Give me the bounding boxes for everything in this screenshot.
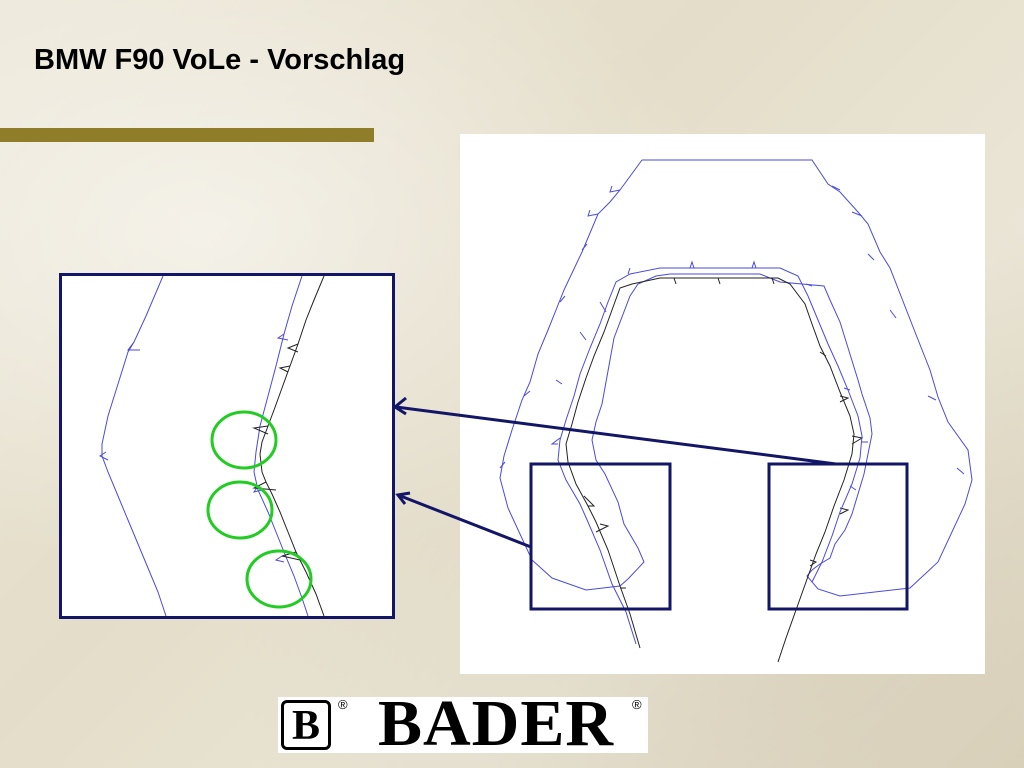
pattern-outline-drawing bbox=[499, 159, 973, 663]
detail-left-outline bbox=[101, 276, 167, 616]
logo-brand-text: BADER bbox=[378, 687, 615, 760]
bader-logo: B ® BADER ® bbox=[278, 691, 648, 757]
slide-title: BMW F90 VoLe - Vorschlag bbox=[34, 44, 406, 76]
logo-mark: B bbox=[281, 700, 331, 750]
left-detail-frame bbox=[529, 462, 672, 611]
inner-seam-left bbox=[565, 277, 855, 663]
title-accent-bar bbox=[0, 128, 374, 142]
detail-view bbox=[59, 273, 395, 619]
highlight-circle-2 bbox=[206, 480, 274, 540]
detail-drawing bbox=[99, 276, 325, 616]
detail-right-outline bbox=[253, 276, 309, 616]
arrowhead-lower bbox=[395, 491, 411, 505]
arrowhead-upper bbox=[392, 396, 407, 416]
logo-registered-mark: ® bbox=[338, 697, 348, 712]
outer-outline bbox=[499, 159, 973, 597]
logo-registered-mark-2: ® bbox=[632, 697, 642, 712]
overview-drawing bbox=[460, 134, 985, 674]
inner-outline bbox=[557, 267, 863, 645]
highlight-circle-1 bbox=[210, 410, 278, 470]
highlight-circle-3 bbox=[245, 549, 313, 609]
detail-seam bbox=[259, 276, 325, 616]
right-detail-frame bbox=[767, 462, 909, 611]
